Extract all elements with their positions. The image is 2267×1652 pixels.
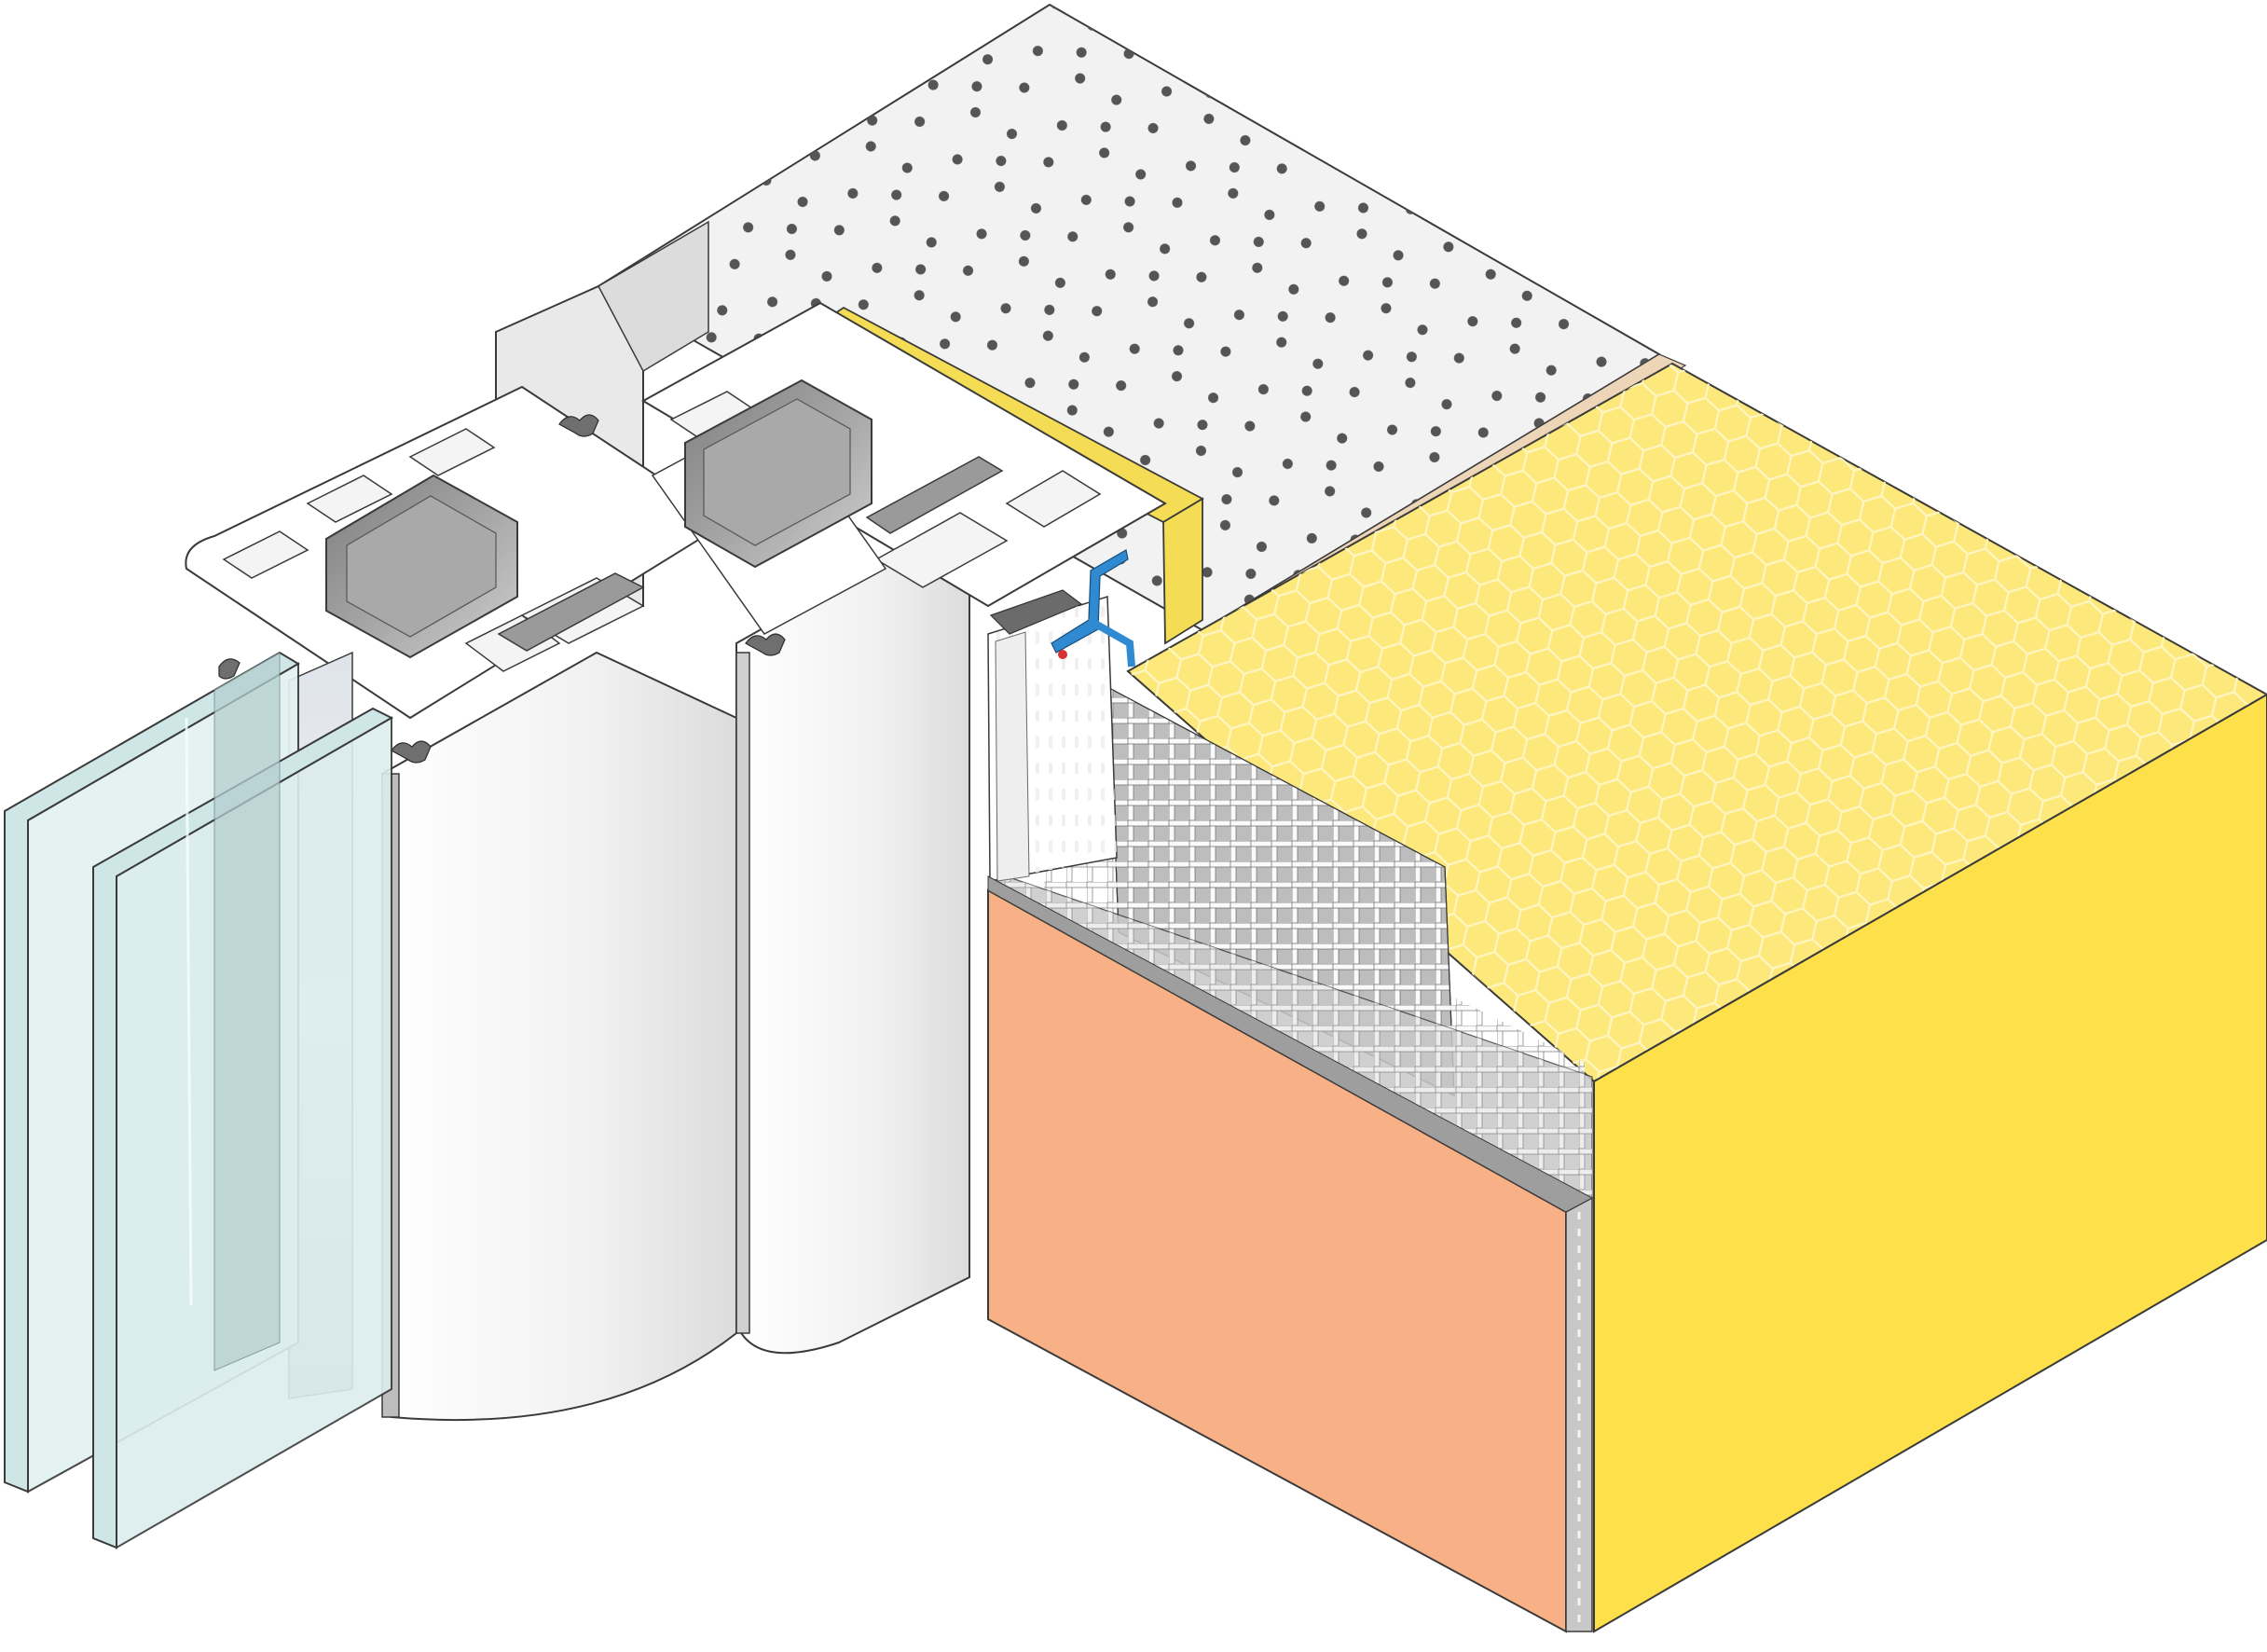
gasket-glazing [391,740,432,764]
masonry-wall-side-face [598,220,709,373]
sealing-lip-red-dot [1058,650,1067,659]
sealing-tape [1051,549,1129,654]
window-frame-profile [185,301,1167,1422]
gasket-outer [218,658,240,680]
gasket-frame [745,633,786,656]
double-glazing [4,651,394,1549]
sash-chamber-1 [222,530,309,579]
sash-chamber-2 [306,475,393,523]
frame-chamber-3 [1005,470,1102,528]
sealing-tape-edge [1087,616,1135,668]
gasket-sash-top [558,414,599,437]
glass-edge-band [213,652,281,1371]
outer-frame-top-section [640,301,1167,608]
steel-lip-sash [497,572,645,652]
frame-chamber-2 [874,512,1009,588]
apu-strip-dark-block [989,589,1083,635]
thermal-insulation-side-face [1593,693,2267,1633]
sash-chamber-3 [408,428,496,476]
steel-lip-frame [865,456,1004,534]
steel-reinforcement [325,379,1004,659]
masonry-wall-dot-texture [598,5,1659,630]
sash-frame-divider [735,652,750,1334]
apu-strip-ribs [995,631,1030,882]
glass-reflection-line [185,717,193,1306]
steel-core-frame-inner [703,398,851,546]
yellow-profile-side [1162,497,1203,645]
render-coat [987,875,1594,1633]
render-coat-top-edge [987,875,1594,1213]
sash-body [380,651,737,1422]
steel-core-sash-inner [346,495,497,638]
